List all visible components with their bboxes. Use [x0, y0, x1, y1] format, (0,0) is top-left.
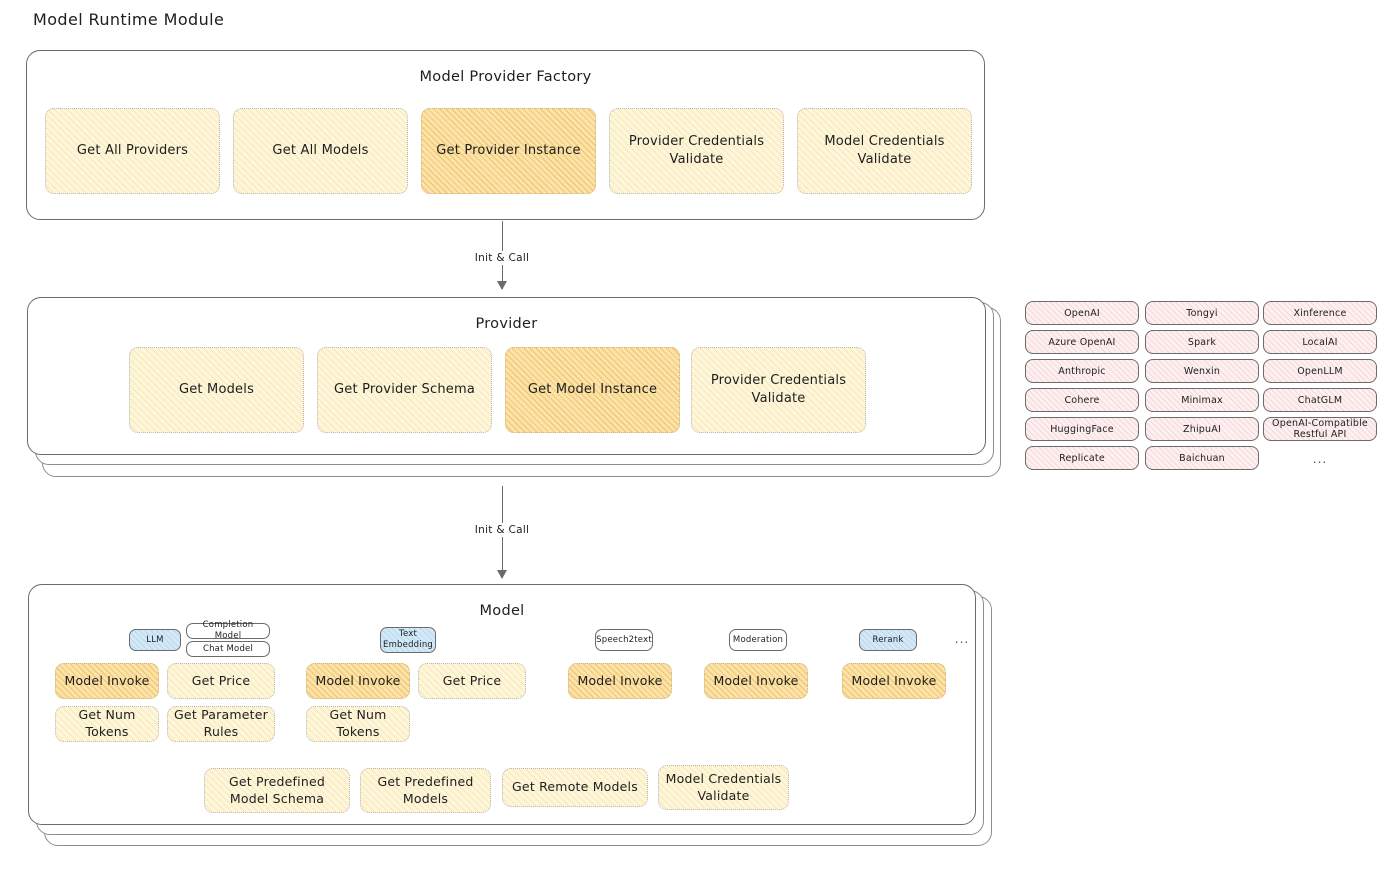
- model-types-ellipsis: ...: [954, 632, 970, 646]
- provider-pill-wenxin[interactable]: Wenxin: [1145, 359, 1259, 383]
- model-provider-factory-card: Model Provider Factory Get All Providers…: [26, 50, 985, 220]
- model-subtype-badge-chat-model[interactable]: Chat Model: [186, 641, 270, 657]
- provider-card: Provider Get Models Get Provider Schema …: [27, 297, 986, 455]
- provider-pill-replicate[interactable]: Replicate: [1025, 446, 1139, 470]
- model-shared-method-model-credentials-validate[interactable]: Model Credentials Validate: [658, 765, 789, 810]
- provider-pill-azure-openai[interactable]: Azure OpenAI: [1025, 330, 1139, 354]
- factory-box-model-credentials-validate[interactable]: Model Credentials Validate: [797, 108, 972, 194]
- moderation-method-model-invoke[interactable]: Model Invoke: [704, 663, 808, 699]
- llm-method-get-price[interactable]: Get Price: [167, 663, 275, 699]
- provider-pill-tongyi[interactable]: Tongyi: [1145, 301, 1259, 325]
- provider-box-provider-credentials-validate[interactable]: Provider Credentials Validate: [691, 347, 866, 433]
- provider-pill-openai[interactable]: OpenAI: [1025, 301, 1139, 325]
- model-provider-factory-title: Model Provider Factory: [419, 69, 592, 85]
- rerank-method-model-invoke[interactable]: Model Invoke: [842, 663, 946, 699]
- arrow-provider-to-model-head: [497, 570, 507, 579]
- model-type-badge-speech2text[interactable]: Speech2text: [595, 629, 653, 651]
- provider-pill-zhipuai[interactable]: ZhipuAI: [1145, 417, 1259, 441]
- provider-pill-cohere[interactable]: Cohere: [1025, 388, 1139, 412]
- model-shared-method-get-predefined-model-schema[interactable]: Get Predefined Model Schema: [204, 768, 350, 813]
- text-embedding-method-get-price[interactable]: Get Price: [418, 663, 526, 699]
- page-title: Model Runtime Module: [33, 10, 225, 29]
- factory-box-get-all-models[interactable]: Get All Models: [233, 108, 408, 194]
- provider-pill-minimax[interactable]: Minimax: [1145, 388, 1259, 412]
- llm-method-model-invoke[interactable]: Model Invoke: [55, 663, 159, 699]
- model-card: Model LLM Completion Model Chat Model Mo…: [28, 584, 976, 825]
- provider-list-ellipsis: ...: [1312, 452, 1328, 466]
- factory-box-get-provider-instance[interactable]: Get Provider Instance: [421, 108, 596, 194]
- provider-pill-chatglm[interactable]: ChatGLM: [1263, 388, 1377, 412]
- provider-box-get-model-instance[interactable]: Get Model Instance: [505, 347, 680, 433]
- model-shared-method-get-predefined-models[interactable]: Get Predefined Models: [360, 768, 491, 813]
- model-title: Model: [479, 603, 525, 619]
- provider-pill-openai-compatible-restful-api[interactable]: OpenAI-Compatible Restful API: [1263, 417, 1377, 441]
- provider-pill-anthropic[interactable]: Anthropic: [1025, 359, 1139, 383]
- provider-pill-baichuan[interactable]: Baichuan: [1145, 446, 1259, 470]
- factory-box-provider-credentials-validate[interactable]: Provider Credentials Validate: [609, 108, 784, 194]
- model-type-badge-llm[interactable]: LLM: [129, 629, 181, 651]
- arrow-factory-to-provider-head: [497, 281, 507, 290]
- provider-pill-spark[interactable]: Spark: [1145, 330, 1259, 354]
- provider-pill-huggingface[interactable]: HuggingFace: [1025, 417, 1139, 441]
- provider-pill-localai[interactable]: LocalAI: [1263, 330, 1377, 354]
- provider-title: Provider: [475, 316, 538, 332]
- model-shared-method-get-remote-models[interactable]: Get Remote Models: [502, 768, 648, 807]
- provider-box-get-provider-schema[interactable]: Get Provider Schema: [317, 347, 492, 433]
- factory-box-get-all-providers[interactable]: Get All Providers: [45, 108, 220, 194]
- provider-pill-openllm[interactable]: OpenLLM: [1263, 359, 1377, 383]
- model-subtype-badge-completion-model[interactable]: Completion Model: [186, 620, 270, 641]
- provider-pill-xinference[interactable]: Xinference: [1263, 301, 1377, 325]
- llm-method-get-num-tokens[interactable]: Get Num Tokens: [55, 706, 159, 742]
- model-type-badge-moderation[interactable]: Moderation: [729, 629, 787, 651]
- text-embedding-method-model-invoke[interactable]: Model Invoke: [306, 663, 410, 699]
- model-type-badge-text-embedding[interactable]: Text Embedding: [380, 627, 436, 653]
- speech2text-method-model-invoke[interactable]: Model Invoke: [568, 663, 672, 699]
- llm-method-get-parameter-rules[interactable]: Get Parameter Rules: [167, 706, 275, 742]
- model-type-badge-rerank[interactable]: Rerank: [859, 629, 917, 651]
- arrow-provider-to-model-label: Init & Call: [470, 523, 534, 537]
- provider-box-get-models[interactable]: Get Models: [129, 347, 304, 433]
- arrow-factory-to-provider-label: Init & Call: [470, 251, 534, 265]
- text-embedding-method-get-num-tokens[interactable]: Get Num Tokens: [306, 706, 410, 742]
